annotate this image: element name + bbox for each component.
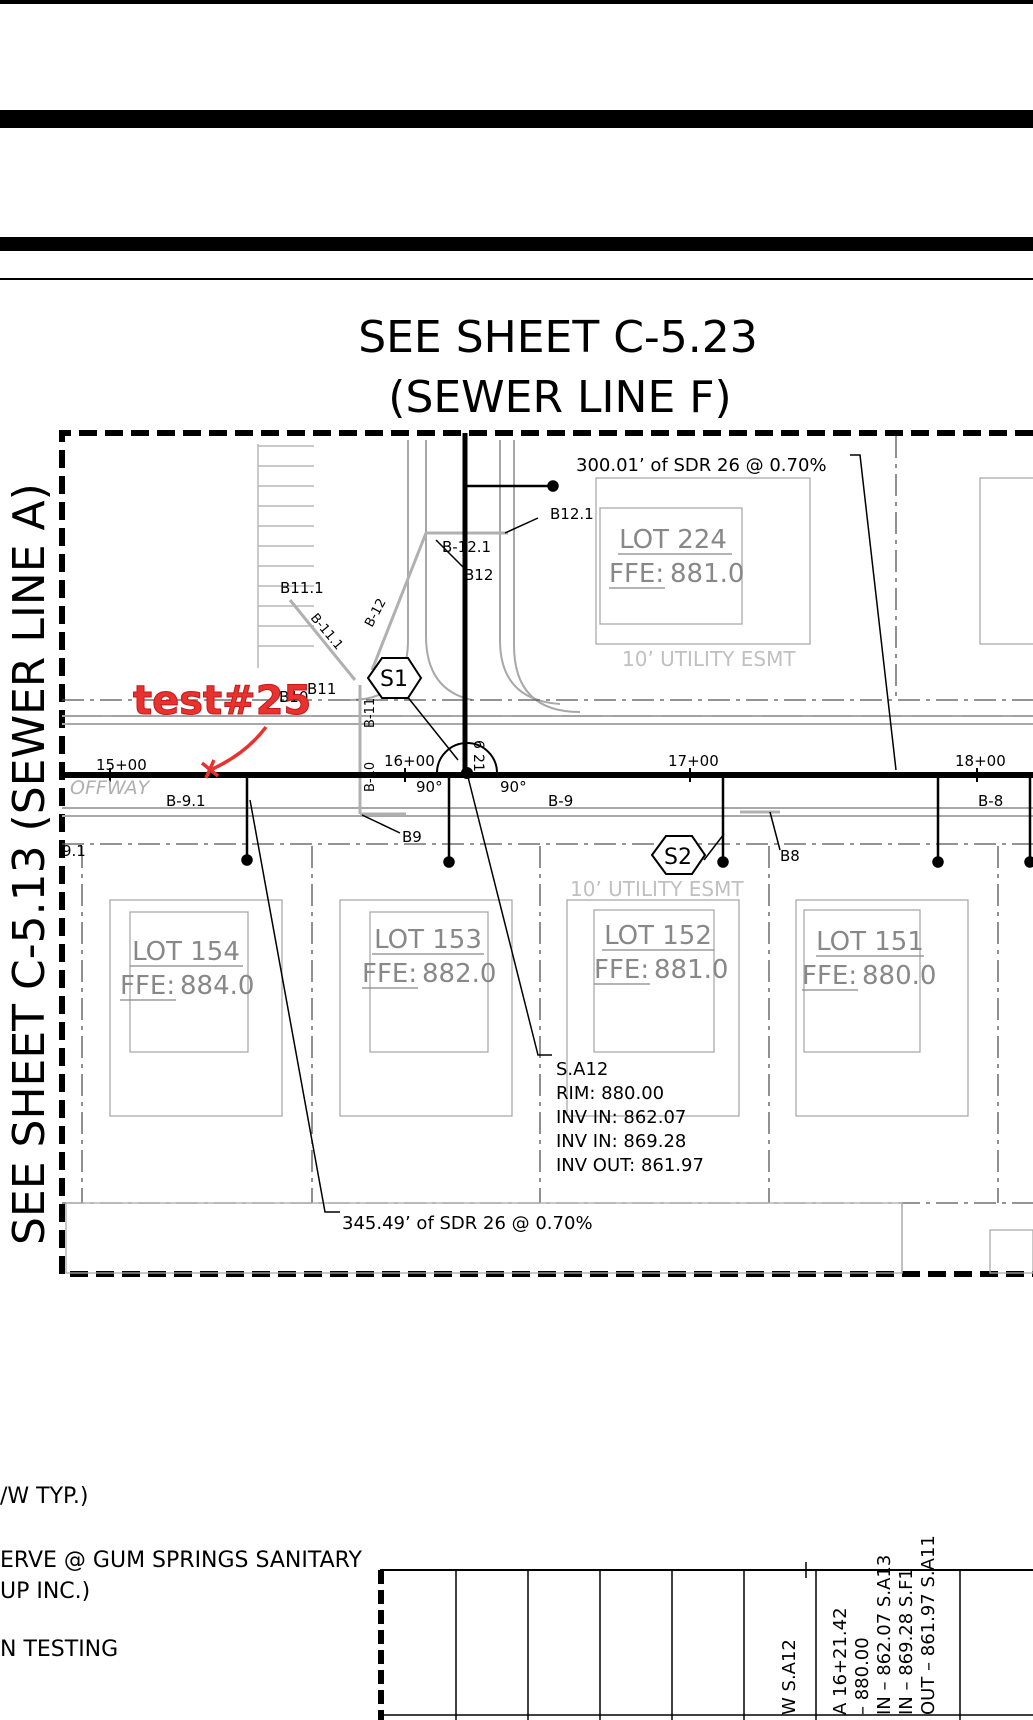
lot-154: LOT 154 FFE: 884.0 <box>120 937 254 1001</box>
structure-inv-out: INV OUT: 861.97 <box>556 1155 704 1176</box>
lot-151: LOT 151 FFE: 880.0 <box>802 927 936 991</box>
note-3: UP INC.) <box>0 1579 90 1604</box>
lot-153: LOT 153 FFE: 882.0 <box>362 925 496 989</box>
easement-top: 10’ UTILITY ESMT <box>622 647 796 671</box>
profile-table <box>378 1562 1033 1720</box>
svg-text:test#25: test#25 <box>133 678 311 724</box>
svg-text:FFE:: FFE: <box>802 961 857 991</box>
label-b-12: B-12 <box>362 596 389 630</box>
svg-text:LOT 151: LOT 151 <box>816 927 924 957</box>
profile-col4: IN – 869.28 S.F1 <box>896 1568 917 1715</box>
angle-left: 90° <box>416 778 443 796</box>
label-b10: B10 <box>279 688 308 706</box>
pipe-callout-top: 300.01’ of SDR 26 @ 0.70% <box>576 455 827 476</box>
profile-col5: OUT – 861.97 S.A11 <box>918 1535 939 1715</box>
angle-arcs <box>436 742 498 774</box>
note-4: N TESTING <box>0 1637 118 1662</box>
label-b-10: B-10 <box>363 762 378 792</box>
general-notes: /W TYP.) ERVE @ GUM SPRINGS SANITARY UP … <box>0 1484 363 1662</box>
svg-text:LOT 152: LOT 152 <box>604 921 712 951</box>
angle-mid: 21 <box>470 754 486 772</box>
angle-top: 6 <box>470 740 486 749</box>
station-ticks <box>109 768 978 782</box>
profile-table-text: W S.A12 A 16+21.42 – 880.00 IN – 862.07 … <box>779 1535 939 1715</box>
label-b9: B9 <box>402 828 422 846</box>
svg-text:LOT 153: LOT 153 <box>374 925 482 955</box>
structure-name: S.A12 <box>556 1059 608 1080</box>
label-b-9-1: B-9.1 <box>166 792 206 810</box>
structure-rim: RIM: 880.00 <box>556 1083 664 1104</box>
svg-text:FFE:: FFE: <box>120 971 175 1001</box>
svg-text:881.0: 881.0 <box>670 559 744 589</box>
matchline-border <box>59 430 1033 1277</box>
easement-bottom: 10’ UTILITY ESMT <box>570 877 744 901</box>
test-annotation: test#25 <box>133 678 312 779</box>
see-sheet-top-line2: (SEWER LINE F) <box>388 372 731 423</box>
manhole-s1: S1 <box>366 657 423 699</box>
station-15: 15+00 <box>96 756 147 774</box>
label-b11: B11 <box>307 680 336 698</box>
svg-text:884.0: 884.0 <box>180 971 254 1001</box>
see-sheet-top-line1: SEE SHEET C-5.23 <box>358 312 758 363</box>
easement-lines <box>62 436 1033 1204</box>
structure-sa12-info: S.A12 RIM: 880.00 INV IN: 862.07 INV IN:… <box>556 1059 704 1176</box>
title-bar-top <box>0 0 1033 4</box>
label-b-11: B-11 <box>363 698 378 728</box>
title-bar-lower <box>0 237 1033 251</box>
structure-inv-in-2: INV IN: 869.28 <box>556 1131 686 1152</box>
svg-text:882.0: 882.0 <box>422 959 496 989</box>
profile-col1: W S.A12 <box>779 1639 800 1715</box>
label-b-9: B-9 <box>548 792 573 810</box>
road-curbs <box>62 440 1033 817</box>
svg-text:FFE:: FFE: <box>609 559 664 589</box>
svg-text:LOT 224: LOT 224 <box>619 525 727 555</box>
lot-footprints <box>65 477 1033 1274</box>
annotation-arrow <box>207 725 268 773</box>
svg-text:880.0: 880.0 <box>862 961 936 991</box>
svg-text:LOT 154: LOT 154 <box>132 937 240 967</box>
parking-stalls <box>257 444 314 668</box>
label-b12-1: B12.1 <box>550 505 594 523</box>
svg-text:FFE:: FFE: <box>362 959 417 989</box>
label-b-12-1: B-12.1 <box>442 538 491 556</box>
station-18: 18+00 <box>955 752 1006 770</box>
label-b-8: B-8 <box>978 792 1003 810</box>
lot-152: LOT 152 FFE: 881.0 <box>594 921 728 985</box>
title-bar-mid <box>0 110 1033 128</box>
offway-text: OFFWAY <box>70 777 151 799</box>
manhole-s2: S2 <box>650 835 707 875</box>
annotation-arrowhead <box>200 759 220 779</box>
label-b12: B12 <box>464 566 493 584</box>
profile-col2a: A 16+21.42 <box>830 1607 851 1715</box>
station-17: 17+00 <box>668 752 719 770</box>
profile-col3: IN – 862.07 S.A13 <box>874 1555 895 1715</box>
svg-text:S1: S1 <box>380 667 408 692</box>
pipe-callout-bottom: 345.49’ of SDR 26 @ 0.70% <box>342 1213 593 1234</box>
lot-224: LOT 224 FFE: 881.0 <box>609 525 744 589</box>
see-sheet-left: SEE SHEET C-5.13 (SEWER LINE A) <box>4 483 55 1245</box>
svg-text:S2: S2 <box>664 845 692 870</box>
note-1: /W TYP.) <box>0 1484 88 1509</box>
service-laterals <box>241 480 1033 868</box>
angle-right: 90° <box>500 778 527 796</box>
label-b11-1: B11.1 <box>280 579 324 597</box>
station-16: 16+00 <box>384 752 435 770</box>
svg-text:FFE:: FFE: <box>594 955 649 985</box>
label-b8: B8 <box>780 847 800 865</box>
label-b9-1: 9.1 <box>62 842 86 860</box>
profile-col2b: – 880.00 <box>852 1637 873 1715</box>
svg-text:881.0: 881.0 <box>654 955 728 985</box>
note-2: ERVE @ GUM SPRINGS SANITARY <box>0 1548 363 1573</box>
structure-inv-in-1: INV IN: 862.07 <box>556 1107 686 1128</box>
